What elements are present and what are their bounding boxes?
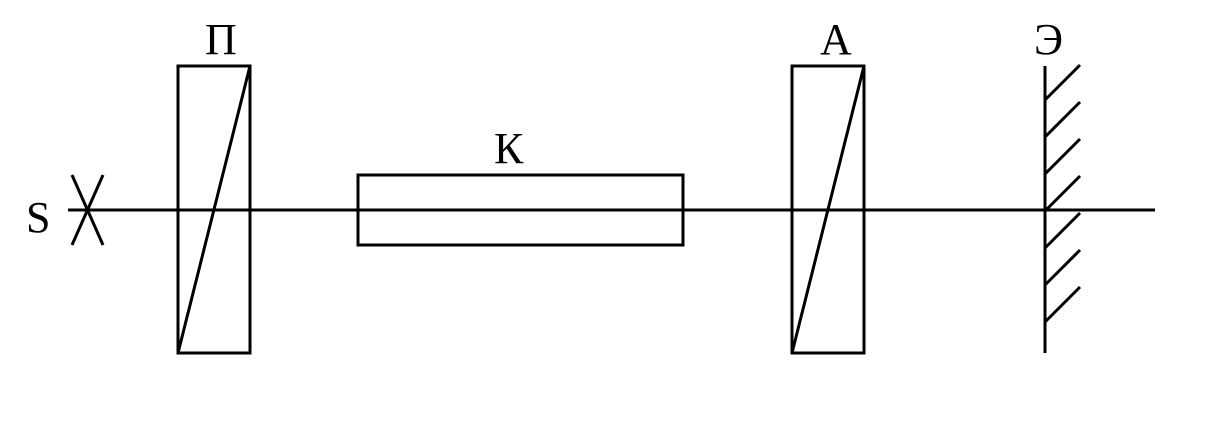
source-cross-line-2 [70, 174, 105, 246]
polarizer-diagonal [176, 65, 252, 354]
light-source: S [26, 174, 105, 246]
cell-tube [356, 173, 685, 247]
screen: Э [1034, 15, 1082, 353]
analyzer-label: А [820, 15, 852, 64]
analyzer: А [790, 15, 866, 355]
polarizer: П [176, 15, 252, 355]
analyzer-diagonal [790, 65, 866, 354]
screen-hatching [1043, 63, 1082, 324]
analyzer-prism [790, 64, 866, 355]
source-label: S [26, 193, 50, 242]
cell: К [356, 124, 685, 247]
polarizer-label: П [205, 15, 237, 64]
screen-label: Э [1034, 15, 1063, 64]
polarizer-prism [176, 64, 252, 355]
cell-label: К [494, 124, 524, 173]
